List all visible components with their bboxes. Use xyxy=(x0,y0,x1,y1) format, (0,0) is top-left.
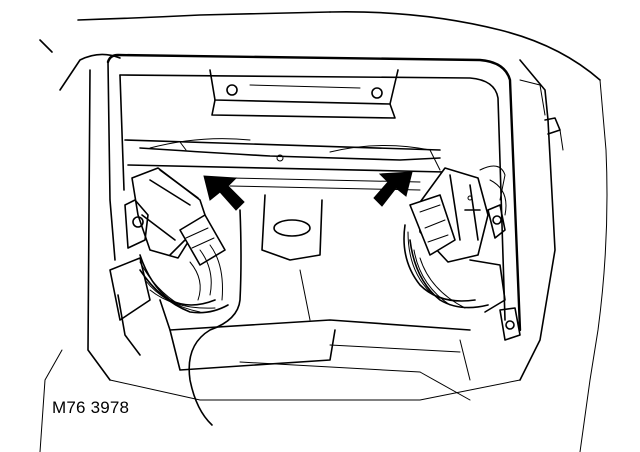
upper-bracket xyxy=(209,69,399,119)
console-outline xyxy=(39,11,608,452)
hanging-wire xyxy=(188,209,242,426)
figure-reference-number: M76 3978 xyxy=(52,398,130,417)
left-bracket xyxy=(124,199,149,249)
left-connector xyxy=(131,167,226,266)
aperture-frame xyxy=(106,53,522,356)
right-trim xyxy=(519,79,564,151)
left-arrow xyxy=(203,175,245,211)
right-connector xyxy=(409,167,489,263)
right-bracket xyxy=(487,204,521,341)
lower-tray xyxy=(159,269,471,401)
left-harness xyxy=(109,244,229,321)
right-harness xyxy=(403,165,507,313)
right-arrow xyxy=(373,171,413,207)
upper-cable xyxy=(139,141,441,171)
